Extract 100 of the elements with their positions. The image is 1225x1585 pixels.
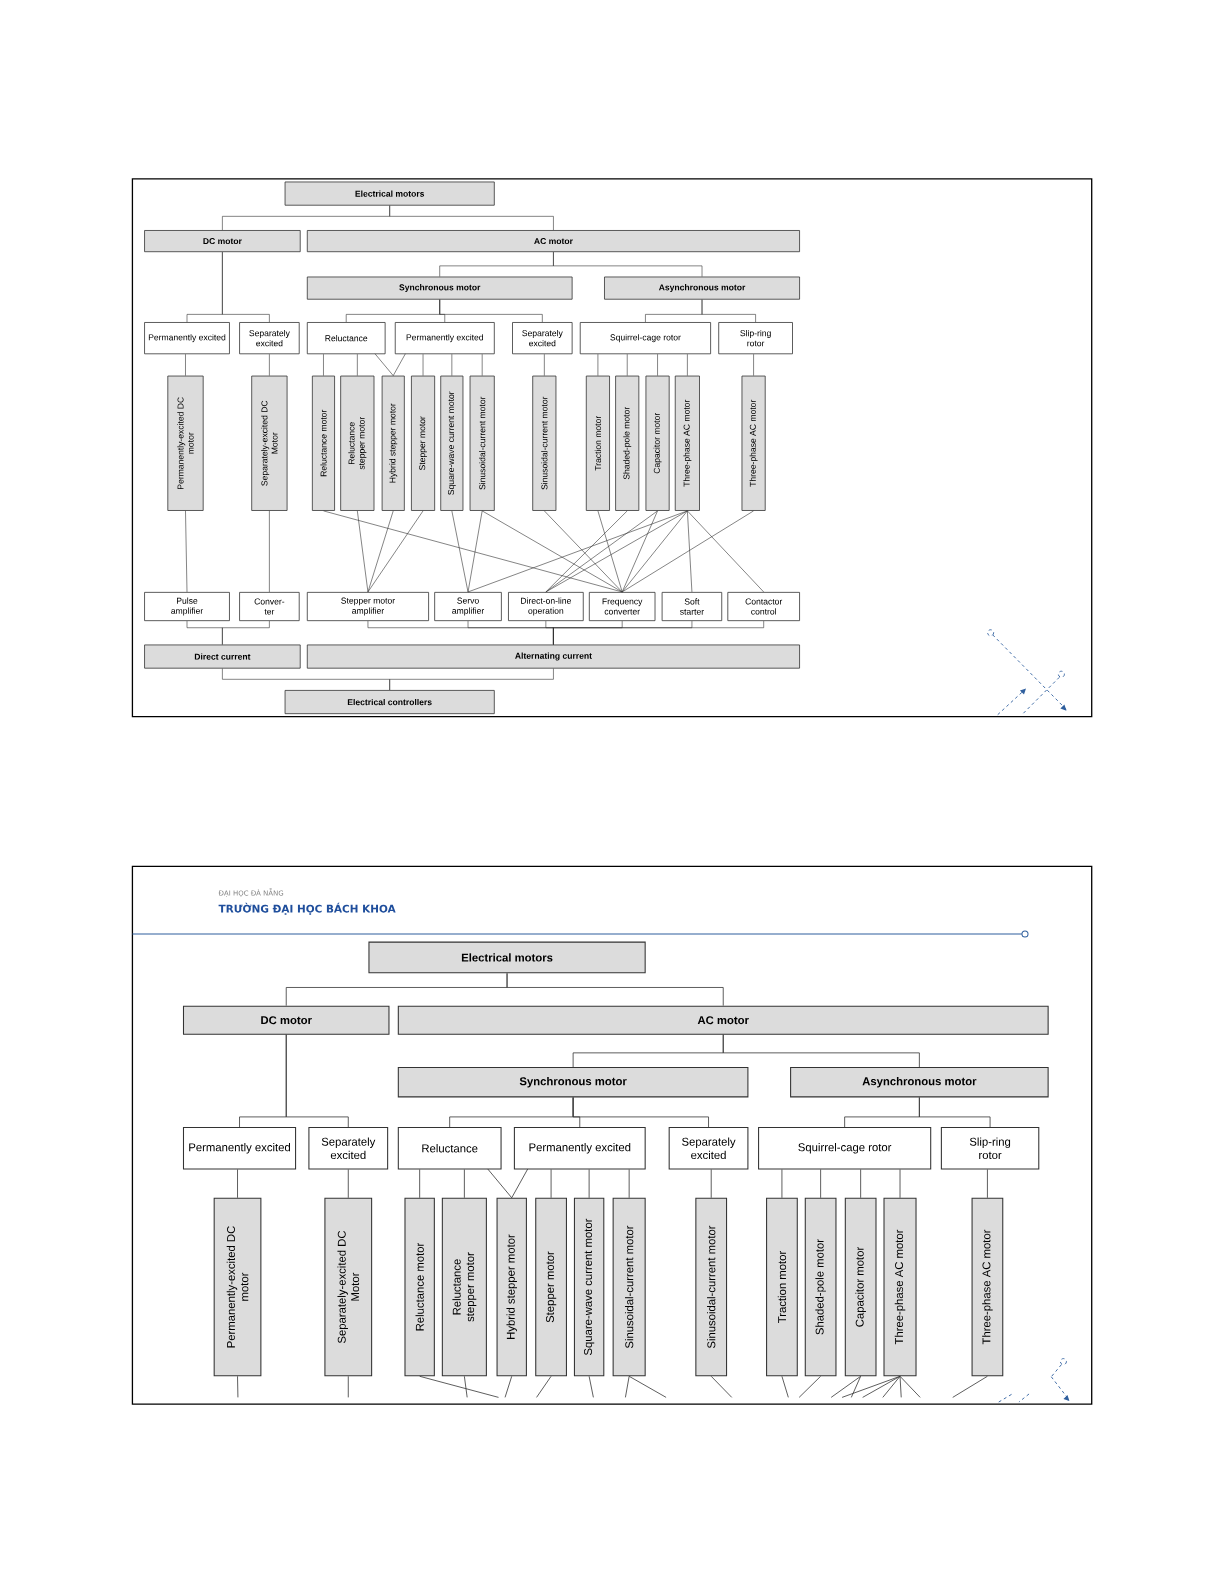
- connector-line: [237, 1375, 239, 1398]
- connector-line: [487, 1168, 513, 1199]
- connector-line: [389, 668, 554, 691]
- connector-line: [185, 353, 186, 376]
- motor-type-box: Stepper motor: [535, 1197, 567, 1377]
- category-box: Asynchronous motor: [790, 1067, 1049, 1098]
- connector-line: [820, 1169, 821, 1199]
- connector-line: [621, 510, 754, 593]
- category-box: Asynchronous motor: [604, 276, 800, 300]
- connector-line: [392, 353, 406, 376]
- connector-line: [597, 353, 599, 376]
- connector-line: [753, 353, 754, 376]
- motor-type-box: Shaded-pole motor: [615, 375, 640, 511]
- motor-type-box: Reluctance motor: [404, 1197, 435, 1377]
- connector-line: [269, 353, 270, 376]
- connector-line: [882, 1375, 901, 1398]
- subtype-box: Separately excited: [239, 322, 300, 355]
- motor-type-box: Sinusoidal-current motor: [469, 375, 495, 511]
- connector-line: [544, 353, 545, 376]
- motor-type-box: Separately-excited DC Motor: [324, 1197, 373, 1377]
- connector-line: [545, 510, 688, 593]
- connector-line: [356, 353, 358, 376]
- motor-type-box: Hybrid stepper motor: [381, 375, 405, 511]
- category-box: DC motor: [144, 230, 301, 253]
- connector-line: [626, 353, 628, 376]
- connector-line: [710, 1375, 733, 1398]
- motor-type-box: Reluctance motor: [311, 375, 335, 511]
- controller-box: Frequency converter: [588, 591, 656, 622]
- connector-line: [481, 510, 623, 593]
- connector-line: [687, 510, 693, 593]
- connector-line: [347, 1375, 349, 1398]
- motor-type-box: Capacitor motor: [844, 1197, 877, 1377]
- connector-line: [628, 1375, 667, 1398]
- motor-type-box: Sinusoidal-current motor: [612, 1197, 646, 1377]
- motor-type-box: Sinusoidal-current motor: [532, 375, 557, 511]
- motor-type-box: Separately-excited DC Motor: [251, 375, 288, 511]
- motor-type-box: Three-phase AC motor: [883, 1197, 917, 1377]
- category-box: Direct current: [144, 644, 301, 669]
- motor-type-box: Capacitor motor: [645, 375, 670, 511]
- motor-type-box: Reluctance stepper motor: [340, 375, 375, 511]
- connector-line: [572, 1097, 709, 1128]
- connector-line: [545, 510, 658, 593]
- subtype-box: Slip-ring rotor: [940, 1127, 1040, 1170]
- subtype-box: Separately excited: [308, 1127, 389, 1170]
- connector-line: [597, 510, 623, 593]
- connector-line: [687, 353, 688, 376]
- connector-line: [367, 510, 424, 593]
- subtype-box: Permanently excited: [144, 322, 230, 355]
- category-box: Synchronous motor: [306, 276, 573, 300]
- connector-line: [222, 620, 270, 645]
- category-box: DC motor: [182, 1005, 390, 1035]
- connector-line: [237, 1169, 238, 1199]
- motor-type-box: Three-phase AC motor: [971, 1197, 1004, 1377]
- subtype-box: Permanently excited: [513, 1127, 646, 1170]
- connector-line: [422, 353, 424, 376]
- connector-line: [467, 510, 483, 593]
- subtype-box: Permanently excited: [394, 322, 495, 355]
- connector-line: [862, 1375, 901, 1398]
- category-box: Electrical motors: [368, 941, 646, 974]
- motor-type-box: Reluctance stepper motor: [441, 1197, 487, 1377]
- controller-box: Stepper motor amplifier: [306, 591, 429, 622]
- motor-type-box: Permanently-excited DC motor: [167, 375, 204, 511]
- connector-line: [367, 510, 394, 593]
- controller-box: Servo amplifier: [434, 591, 502, 622]
- connector-line: [504, 1375, 513, 1398]
- subtype-box: Squirrel-cage rotor: [758, 1127, 932, 1170]
- connector-line: [269, 510, 270, 593]
- connector-line: [860, 1169, 861, 1199]
- connector-line: [511, 1168, 529, 1199]
- connector-line: [657, 353, 658, 376]
- connector-line: [830, 1375, 861, 1398]
- connector-line: [463, 1169, 465, 1199]
- connector-line: [285, 1034, 349, 1128]
- connector-line: [710, 1169, 712, 1199]
- connector-line: [781, 1169, 783, 1199]
- connector-line: [481, 353, 483, 376]
- motor-type-box: Shaded-pole motor: [804, 1197, 837, 1377]
- controller-box: Direct-on-line operation: [508, 591, 584, 622]
- connector-line: [687, 510, 764, 593]
- subtype-box: Separately excited: [512, 322, 573, 355]
- category-box: AC motor: [306, 230, 800, 253]
- category-box: Electrical controllers: [284, 690, 495, 715]
- connector-line: [850, 1375, 861, 1398]
- motor-type-box: Sinusoidal-current motor: [695, 1197, 727, 1377]
- connector-line: [536, 1375, 552, 1398]
- connector-line: [323, 510, 623, 593]
- connector-line: [899, 1169, 901, 1199]
- connector-line: [451, 510, 469, 593]
- connector-line: [588, 1375, 594, 1398]
- connector-line: [185, 510, 188, 593]
- subtype-box: Reluctance: [306, 322, 386, 355]
- connector-line: [374, 353, 394, 376]
- category-box: Electrical motors: [284, 181, 495, 206]
- connector-line: [798, 1375, 821, 1398]
- motor-type-box: Hybrid stepper motor: [496, 1197, 527, 1377]
- connector-line: [347, 1169, 349, 1199]
- connector-line: [624, 1375, 630, 1398]
- controller-box: Contactor control: [727, 591, 800, 622]
- category-box: Synchronous motor: [397, 1067, 749, 1098]
- subtype-box: Separately excited: [668, 1127, 749, 1170]
